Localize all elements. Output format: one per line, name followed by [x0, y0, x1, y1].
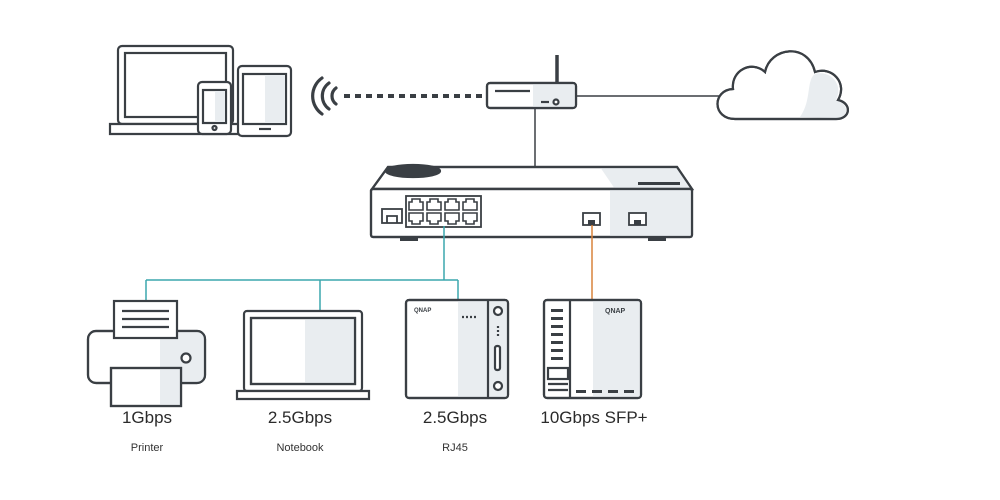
front-indicator — [624, 390, 634, 393]
drive-led — [551, 341, 563, 344]
rj45-port — [462, 198, 478, 211]
rj45-port — [426, 198, 442, 211]
drive-led — [551, 325, 563, 328]
front-indicator — [608, 390, 618, 393]
nas-drive-leds — [551, 309, 563, 360]
notebook-label: Notebook — [276, 442, 324, 454]
nas-rj45-speed-label: 2.5Gbps — [422, 408, 488, 427]
drive-led — [551, 309, 563, 312]
rj45-port — [426, 212, 442, 225]
nas-front-dashes — [576, 390, 634, 393]
rj45-port — [462, 212, 478, 225]
cloud-icon — [716, 50, 849, 121]
printer-icon — [86, 299, 207, 408]
front-indicator — [576, 390, 586, 393]
notebook-icon — [235, 309, 371, 401]
nas-brand-label: QNAP — [414, 308, 431, 314]
drive-led — [551, 349, 563, 352]
rj45-ports — [408, 198, 478, 225]
notebook-speed-label: 2.5Gbps — [267, 408, 333, 427]
wifi-signal-icon — [311, 76, 338, 116]
nas-sfp-speed-label: 10Gbps SFP+ — [540, 408, 648, 427]
tablet-icon — [236, 64, 293, 138]
console-port — [381, 208, 403, 224]
nas-sfp-icon — [542, 298, 643, 400]
nas-rj45-label: RJ45 — [442, 442, 468, 454]
nas-rj45-icon — [404, 298, 510, 400]
nas-sfp-brand-label: QNAP — [605, 308, 626, 315]
drive-led — [551, 333, 563, 336]
sfp-port-1 — [582, 212, 601, 226]
phone-icon — [196, 80, 233, 136]
front-indicator — [592, 390, 602, 393]
rj45-port — [408, 198, 424, 211]
rj45-port — [444, 212, 460, 225]
drive-led — [551, 357, 563, 360]
rj45-links — [145, 226, 459, 311]
printer-label: Printer — [130, 442, 164, 454]
rj45-port — [408, 212, 424, 225]
sfp-port-2 — [628, 212, 647, 226]
drive-led — [551, 317, 563, 320]
printer-speed-label: 1Gbps — [121, 408, 173, 427]
rj45-port — [444, 198, 460, 211]
router-icon — [485, 55, 578, 110]
